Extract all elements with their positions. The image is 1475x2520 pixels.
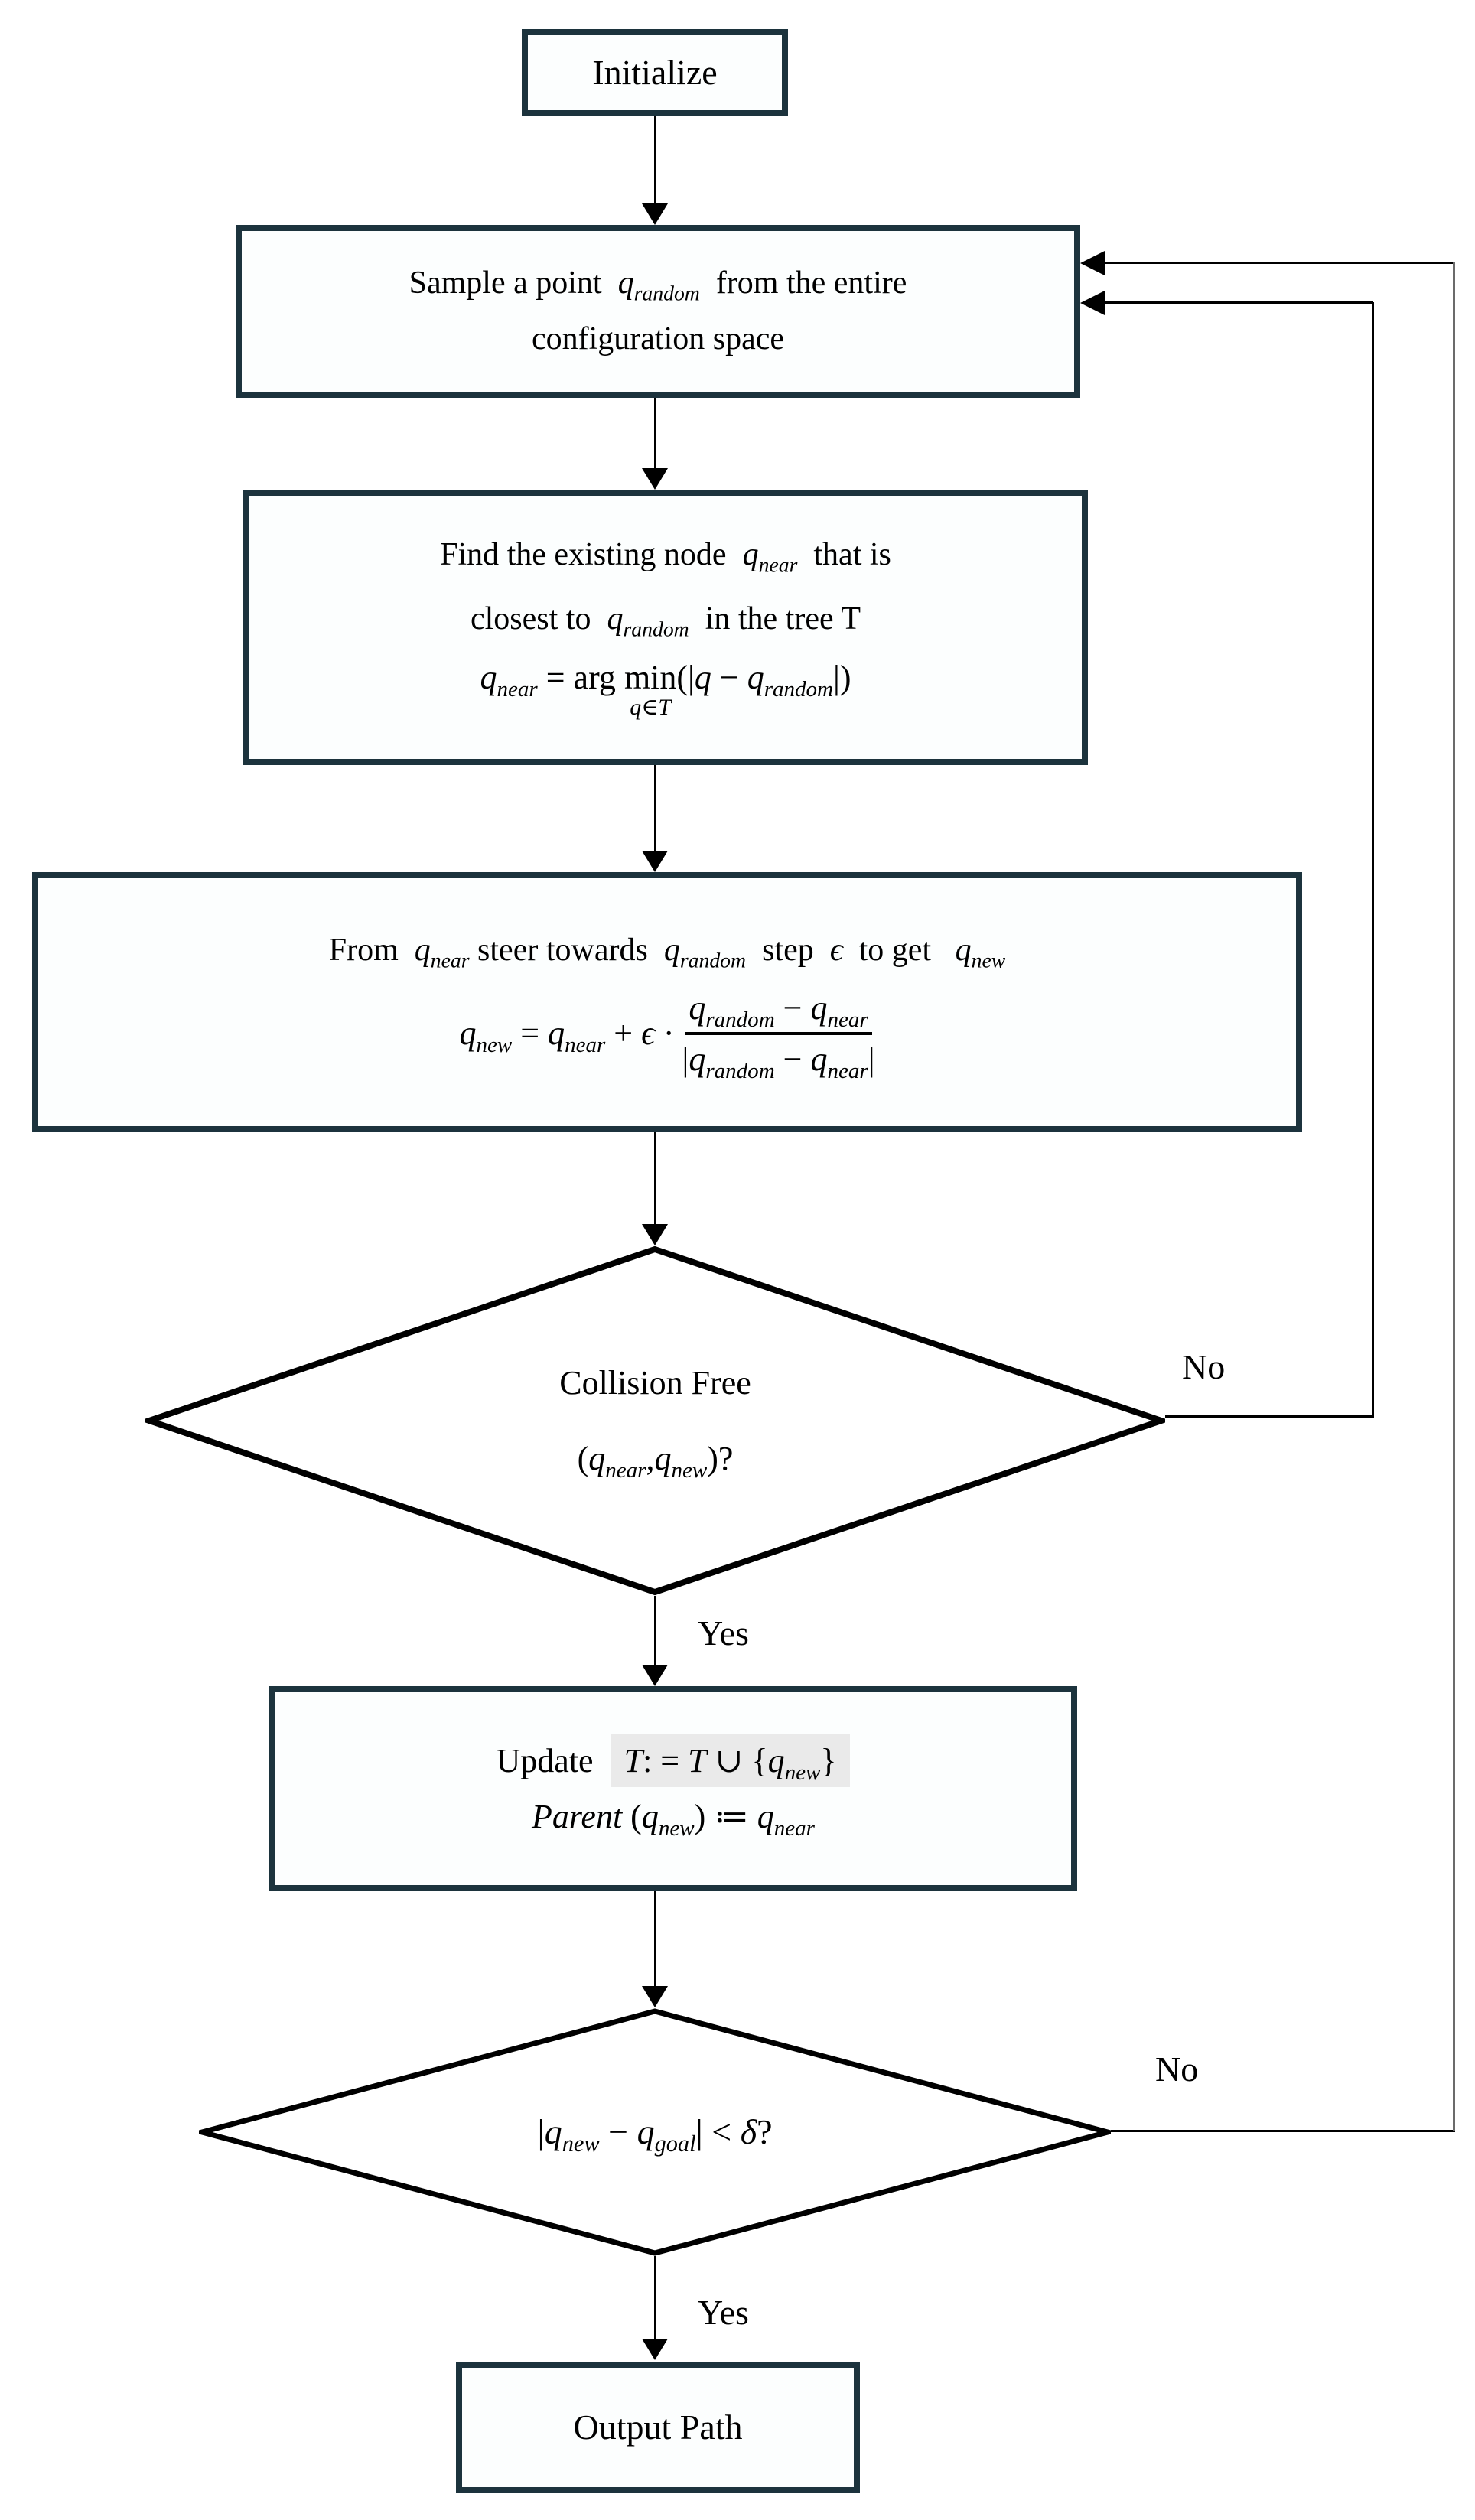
- output-label: Output Path: [573, 2408, 743, 2447]
- collision-no-label: No: [1182, 1347, 1226, 1386]
- arrowhead-inner-loop: [1080, 291, 1105, 315]
- update-prefix: Update: [496, 1741, 611, 1779]
- edge-find-steer: [654, 765, 656, 852]
- find-formula-post: (|q − qrandom|): [676, 658, 851, 702]
- fraction-denominator: |qrandom − qnear|: [682, 1040, 875, 1083]
- goal-no-label: No: [1155, 2050, 1199, 2089]
- min-word: min: [624, 658, 677, 696]
- edge-update-goal: [654, 1891, 656, 1988]
- find-formula-pre: qnear = arg: [480, 658, 624, 702]
- arrowhead-update-goal: [642, 1986, 668, 2007]
- arrowhead-sample-find: [642, 468, 668, 490]
- edge-collision-update: [654, 1596, 656, 1666]
- node-steer: From qnear steer towards qrandom step ϵ …: [32, 872, 1302, 1132]
- edge-outer-loop-vertical: [1453, 262, 1455, 2131]
- steer-line1: From qnear steer towards qrandom step ϵ …: [328, 933, 1006, 972]
- sample-line2: configuration space: [531, 321, 785, 357]
- update-highlighted-formula: T: = T ∪ {qnew}: [610, 1734, 851, 1787]
- edge-outer-loop-top: [1103, 262, 1455, 264]
- arrowhead-steer-collision: [642, 1224, 668, 1245]
- node-sample: Sample a point qrandom from the entire c…: [236, 225, 1080, 398]
- steer-formula: qnew = qnear + ϵ · qrandom − qnear |qran…: [459, 988, 875, 1083]
- edge-collision-no: [1165, 1415, 1374, 1418]
- edge-goal-no: [1111, 2130, 1455, 2132]
- update-line2: Parent (qnew) ≔ qnear: [532, 1798, 815, 1841]
- collision-text: Collision Free (qnear,qnew)?: [145, 1245, 1165, 1596]
- goal-yes-label: Yes: [698, 2293, 749, 2332]
- fraction-bar: [685, 1031, 872, 1035]
- diamond-goal-check: [199, 2008, 1111, 2256]
- arrowhead-collision-update: [642, 1665, 668, 1686]
- initialize-label: Initialize: [592, 53, 718, 93]
- goal-text: |qnew − qgoal| < δ?: [199, 2008, 1111, 2256]
- edge-inner-loop-vertical: [1372, 302, 1374, 1417]
- goal-formula: |qnew − qgoal| < δ?: [537, 2112, 773, 2157]
- collision-yes-label: Yes: [698, 1613, 749, 1652]
- sample-line1: Sample a point qrandom from the entire: [409, 265, 907, 305]
- edge-sample-find: [654, 398, 656, 470]
- arrowhead-goal-output: [642, 2339, 668, 2360]
- fraction-numerator: qrandom − qnear: [689, 988, 868, 1032]
- arrowhead-find-steer: [642, 851, 668, 872]
- collision-line2: (qnear,qnew)?: [577, 1440, 734, 1483]
- find-line2: closest to qrandom in the tree T: [470, 601, 861, 640]
- find-line1: Find the existing node qnear that is: [440, 537, 891, 577]
- steer-formula-lhs: qnew = qnear + ϵ ·: [459, 1014, 675, 1057]
- steer-fraction: qrandom − qnear |qrandom − qnear|: [682, 988, 875, 1083]
- edge-init-sample: [654, 116, 656, 205]
- arrowhead-outer-loop: [1080, 251, 1105, 275]
- min-subscript: q∈T: [630, 694, 672, 720]
- node-update-tree: Update T: = T ∪ {qnew} Parent (qnew) ≔ q…: [269, 1686, 1077, 1891]
- node-initialize: Initialize: [522, 29, 788, 116]
- node-find-nearest: Find the existing node qnear that is clo…: [243, 490, 1088, 765]
- node-output-path: Output Path: [456, 2362, 860, 2493]
- arrowhead-init-sample: [642, 203, 668, 225]
- collision-line1: Collision Free: [559, 1363, 751, 1402]
- update-line1: Update T: = T ∪ {qnew}: [496, 1734, 851, 1787]
- edge-goal-output: [654, 2256, 656, 2340]
- edge-steer-collision: [654, 1132, 656, 1226]
- diamond-collision-free: [145, 1245, 1165, 1596]
- edge-inner-loop-top: [1103, 301, 1373, 304]
